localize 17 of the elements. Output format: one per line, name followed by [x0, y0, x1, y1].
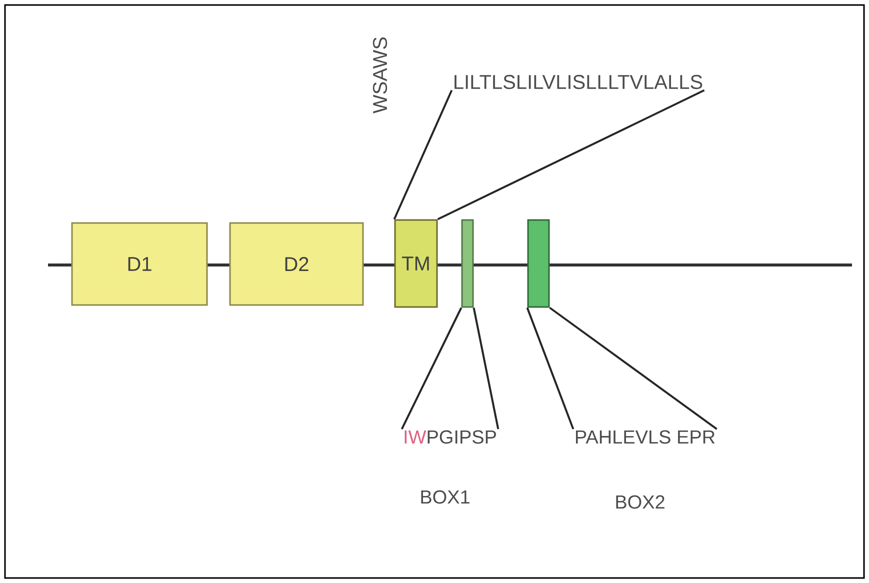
- box-label: BOX1: [421, 490, 470, 504]
- sequence-label: WSAWS: [372, 37, 388, 114]
- domain-box: TM: [394, 219, 438, 308]
- leader-line: [437, 89, 705, 220]
- motif-box: [527, 219, 550, 308]
- domain-box: D2: [229, 222, 364, 306]
- leader-line: [393, 90, 453, 220]
- leader-line: [400, 307, 462, 430]
- sequence-label: IWPGIPSP: [404, 430, 496, 444]
- leader-line: [549, 306, 718, 430]
- leader-line: [472, 308, 500, 430]
- box-label: BOX2: [616, 495, 664, 509]
- leader-line: [526, 307, 574, 430]
- sequence-label: PAHLEVLS EPR: [576, 430, 715, 444]
- domain-box: D1: [71, 222, 208, 306]
- sequence-label: LILTLSLILVLISLLLTVLALLS: [454, 74, 702, 90]
- motif-box: [461, 219, 474, 308]
